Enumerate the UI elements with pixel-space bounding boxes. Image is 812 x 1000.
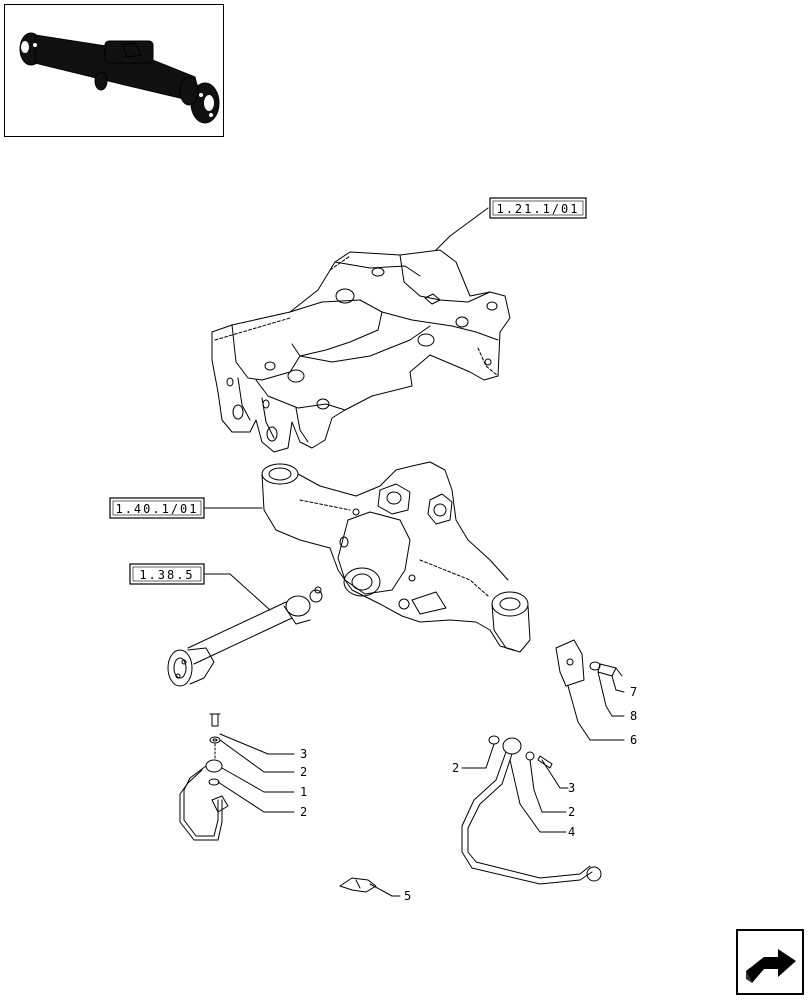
reference-box-1[interactable]: 1.21.1/01 [489, 197, 587, 219]
reference-label-2: 1.40.1/01 [115, 502, 198, 516]
callout-right-3: 3 [568, 781, 575, 795]
callout-bracket-8: 8 [630, 709, 637, 723]
callout-right-2b: 2 [568, 805, 575, 819]
callout-left-3: 3 [300, 747, 307, 761]
axle-thumbnail-icon [19, 32, 220, 124]
reference-label-1: 1.21.1/01 [496, 202, 579, 216]
callout-clip-5: 5 [404, 889, 411, 903]
callout-left-1: 1 [300, 785, 307, 799]
callout-left-2b: 2 [300, 805, 307, 819]
callout-right-2a: 2 [452, 761, 459, 775]
callout-bracket-7: 7 [630, 685, 637, 699]
callout-bracket-6: 6 [630, 733, 637, 747]
right-hose-assembly [461, 735, 602, 885]
reference-box-3[interactable]: 1.38.5 [129, 563, 205, 585]
callout-right-4: 4 [568, 825, 575, 839]
left-hose-assembly [179, 713, 229, 841]
reference-box-2[interactable]: 1.40.1/01 [109, 497, 205, 519]
reference-label-3: 1.38.5 [139, 568, 194, 582]
support-frame [211, 249, 511, 453]
leader-lines [203, 207, 625, 897]
clip-part [339, 877, 377, 893]
axle-housing [261, 461, 531, 653]
axle-thumbnail [4, 4, 224, 137]
next-page-arrow-icon [746, 949, 796, 983]
drive-shaft [167, 586, 323, 687]
bracket-assembly [555, 639, 623, 687]
callout-left-2a: 2 [300, 765, 307, 779]
next-page-button[interactable] [736, 929, 804, 995]
